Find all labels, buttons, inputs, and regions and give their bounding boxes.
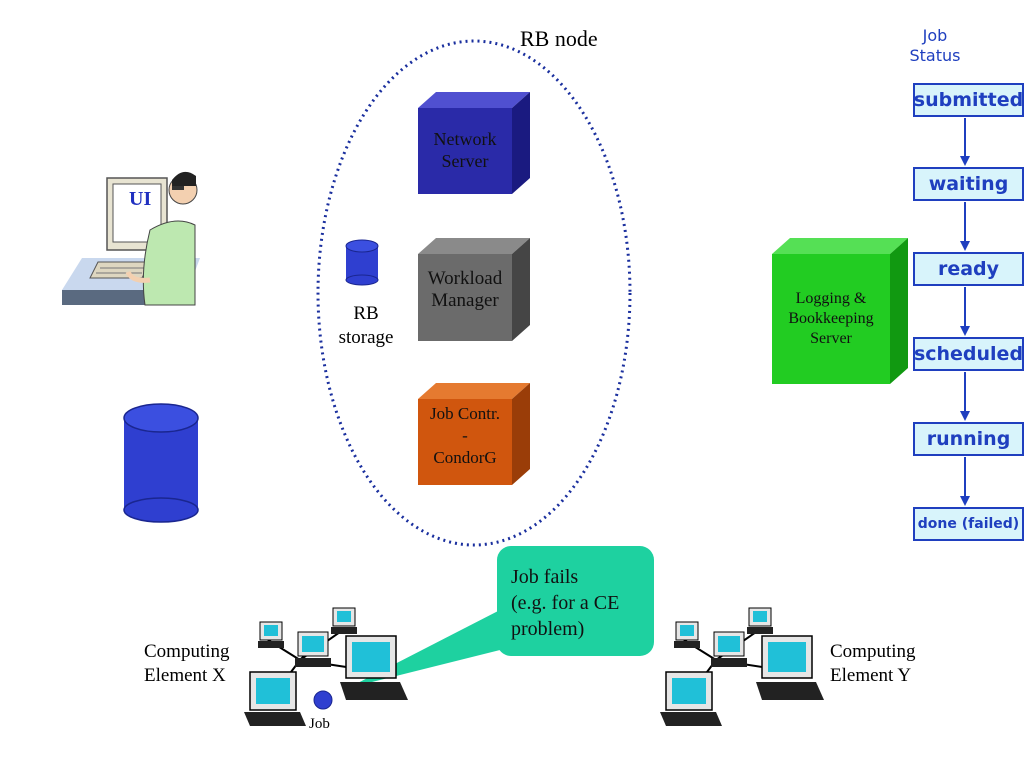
- failure-callout-text: Job fails (e.g. for a CE problem): [511, 564, 619, 642]
- status-arrows: [960, 118, 970, 506]
- ce-x-line1: Computing: [144, 641, 230, 662]
- job-status-title-line1: Job: [922, 26, 948, 45]
- status-waiting: waiting: [913, 167, 1024, 201]
- computing-element-y-icon: [660, 607, 824, 726]
- lb-server-cube: [772, 238, 908, 384]
- network-server-line2: Server: [441, 151, 489, 171]
- rb-storage-cylinder: [345, 239, 379, 286]
- ce-x-line2: Element X: [144, 665, 226, 686]
- job-controller-line3: CondorG: [433, 448, 497, 467]
- status-running: running: [913, 422, 1024, 456]
- job-controller-line2: -: [462, 426, 468, 445]
- rb-storage-line1: RB: [353, 303, 379, 324]
- status-scheduled: scheduled: [913, 337, 1024, 371]
- rb-node-boundary: [316, 39, 632, 547]
- network-server-cube: [418, 92, 530, 194]
- workload-manager-cube: [418, 238, 530, 341]
- job-controller-label: Job Contr. - CondorG: [416, 403, 514, 469]
- job-status-title-line2: Status: [909, 46, 961, 65]
- database-cylinder: [123, 403, 199, 523]
- ce-y-line2: Element Y: [830, 665, 912, 686]
- job-token-icon: [313, 690, 333, 710]
- ce-x-label: Computing Element X: [144, 640, 230, 688]
- lb-server-line3: Server: [810, 330, 852, 347]
- callout-line1: Job fails: [511, 566, 579, 588]
- network-server-label: Network Server: [418, 128, 512, 172]
- rb-storage-line2: storage: [338, 327, 394, 348]
- job-controller-cube: [418, 383, 530, 485]
- ui-workstation-icon: [62, 171, 200, 306]
- callout-line2: (e.g. for a CE: [511, 592, 620, 614]
- status-submitted: submitted: [913, 83, 1024, 117]
- workload-manager-line1: Workload: [427, 268, 503, 289]
- status-ready: ready: [913, 252, 1024, 286]
- job-controller-line1: Job Contr.: [430, 404, 500, 423]
- status-done-failed: done (failed): [913, 507, 1024, 541]
- rb-node-title: RB node: [520, 26, 598, 51]
- ui-label: UI: [129, 188, 152, 210]
- lb-server-line1: Logging &: [795, 290, 867, 307]
- computing-element-x-icon: [244, 607, 408, 726]
- lb-server-line2: Bookkeeping: [788, 310, 874, 327]
- network-server-line1: Network: [433, 129, 497, 149]
- job-token-label: Job: [309, 716, 330, 732]
- rb-storage-label: RB storage: [326, 302, 406, 350]
- job-status-title: Job Status: [898, 26, 972, 66]
- lb-server-label: Logging & Bookkeeping Server: [772, 289, 890, 349]
- callout-line3: problem): [511, 618, 585, 640]
- workload-manager-line2: Manager: [431, 290, 499, 311]
- ce-y-line1: Computing: [830, 641, 916, 662]
- workload-manager-label: Workload Manager: [412, 268, 518, 312]
- ce-y-label: Computing Element Y: [830, 640, 916, 688]
